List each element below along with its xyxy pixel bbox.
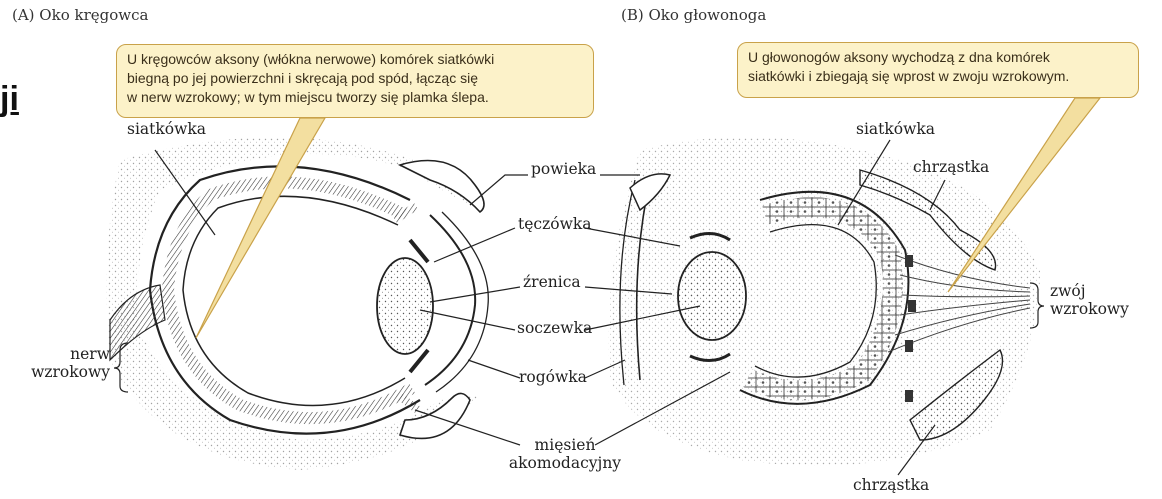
cephalopod-axon-callout: U głowonogów aksony wychodzą z dna komór… [737,42,1139,98]
cephalopod-eye [608,137,1040,466]
label-b-retina: siatkówka [856,120,935,138]
callout-line: U głowonogów aksony wychodzą z dna komór… [748,48,1128,67]
label-line: nerw [14,345,110,363]
label-a-retina: siatkówka [127,120,206,138]
label-ciliary-muscle: mięsień akomodacyjny [500,436,630,472]
leader-rogowka-a [468,360,520,378]
label-line: wzrokowy [14,363,110,381]
label-iris: tęczówka [518,215,591,233]
vertebrate-lens [377,258,433,354]
label-eyelid: powieka [531,160,596,178]
cephalopod-body-tissue [608,137,1040,466]
label-pupil: źrenica [523,273,581,291]
label-line: akomodacyjny [500,454,630,472]
callout-line: U kręgowców aksony (włókna nerwowe) komó… [127,50,583,69]
label-cornea: rogówka [519,368,587,386]
cephalopod-lens [678,252,746,340]
label-cartilage-bottom: chrząstka [853,476,929,494]
label-optic-ganglion: zwój wzrokowy [1050,282,1129,318]
label-line: mięsień [500,436,630,454]
callout-line: biegną po jej powierzchni i skręcają pod… [127,69,583,88]
label-cartilage-top: chrząstka [913,158,989,176]
vertebrate-axon-callout: U kręgowców aksony (włókna nerwowe) komó… [116,44,594,118]
label-lens: soczewka [517,319,592,337]
label-line: wzrokowy [1050,300,1129,318]
vertebrate-retina [168,182,412,418]
callout-line: siatkówki i zbiegają się wprost w zwoju … [748,67,1128,86]
vertebrate-eye [107,137,489,470]
leader-soczewka-a [420,310,515,330]
label-optic-nerve: nerw wzrokowy [14,345,110,381]
callout-line: w nerw wzrokowy; w tym miejscu tworzy si… [127,88,583,107]
label-line: zwój [1050,282,1129,300]
